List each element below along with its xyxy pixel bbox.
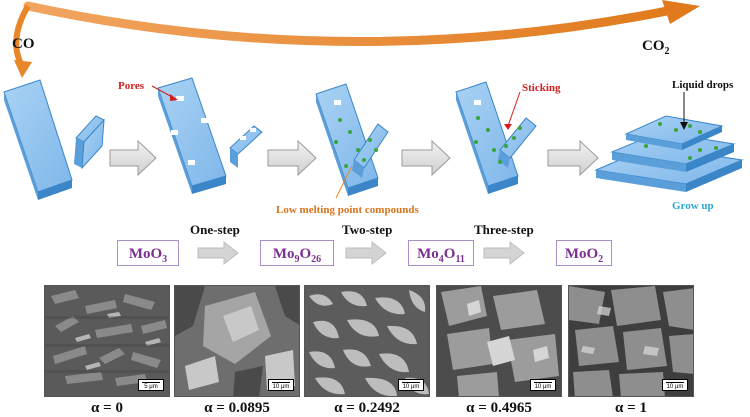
stage-1-plates (3, 79, 105, 200)
sem-texture-3 (305, 286, 429, 396)
phase-mo4o11: Mo4O11 (408, 240, 474, 266)
alpha-label-4: α = 0.4965 (466, 400, 532, 416)
process-arrows (109, 139, 599, 177)
sticking-label: Sticking (522, 82, 561, 94)
pores-pointer (151, 85, 178, 101)
stage-4-plates (455, 81, 537, 194)
stage-3-plates (315, 83, 389, 199)
scale-bar-5: 10 μm (662, 379, 688, 391)
co2-label: CO2 (642, 38, 670, 57)
alpha-label-5: α = 1 (615, 400, 647, 416)
pores-label: Pores (118, 80, 145, 92)
co-label: CO (12, 36, 35, 52)
phase-arrow-2 (345, 240, 387, 266)
gas-flow-arc (13, 0, 700, 78)
alpha-label-1: α = 0 (91, 400, 123, 416)
sem-texture-2 (175, 286, 299, 396)
grow-up-label: Grow up (672, 200, 714, 212)
phase-mo9o26: Mo9O26 (260, 240, 334, 266)
scale-bar-3: 10 μm (398, 379, 424, 391)
sem-micrograph-1: 5 μm (44, 285, 170, 397)
step-three-label: Three-step (474, 222, 534, 237)
sem-texture-1 (45, 286, 169, 396)
sem-micrograph-4: 10 μm (436, 285, 562, 397)
phase-moo3: MoO3 (117, 240, 179, 266)
sem-texture-5 (569, 286, 693, 396)
alpha-label-3: α = 0.2492 (334, 400, 400, 416)
sem-micrograph-2: 10 μm (174, 285, 300, 397)
stage-5-grown-plate (594, 92, 744, 192)
sem-micrograph-5: 10 μm (568, 285, 694, 397)
scale-bar-1: 5 μm (138, 379, 164, 391)
sem-micrograph-3: 10 μm (304, 285, 430, 397)
step-two-label: Two-step (342, 222, 393, 237)
phase-arrow-1 (197, 240, 239, 266)
phase-moo2: MoO2 (556, 240, 612, 266)
scale-bar-2: 10 μm (268, 379, 294, 391)
stage-2-plates (157, 77, 263, 194)
low-melting-label: Low melting point compounds (276, 204, 419, 216)
alpha-label-2: α = 0.0895 (204, 400, 270, 416)
step-one-label: One-step (190, 222, 240, 237)
phase-arrow-3 (483, 240, 525, 266)
scale-bar-4: 10 μm (530, 379, 556, 391)
liquid-drops-label: Liquid drops (672, 79, 734, 91)
reduction-process-diagram (3, 0, 744, 200)
sem-texture-4 (437, 286, 561, 396)
